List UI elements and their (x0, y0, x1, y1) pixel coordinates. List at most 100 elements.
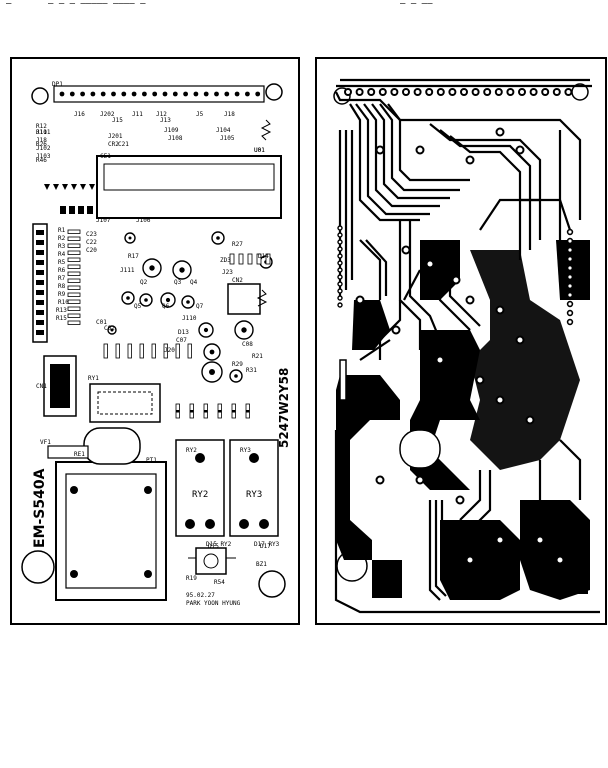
solder-pads (337, 88, 574, 565)
solder-pad (390, 88, 399, 96)
solder-pad (471, 88, 480, 96)
component-label: R19 (186, 575, 197, 582)
header-fragment: — (6, 0, 12, 9)
component-label: C02 (104, 325, 115, 332)
resistor-symbol (260, 119, 272, 141)
solder-pad (564, 88, 573, 96)
display-ic (96, 155, 282, 219)
connector-label: J105 (220, 135, 235, 142)
component-label: R7 (58, 275, 66, 282)
component-label: CR2 (108, 141, 119, 148)
component-label: R2 (58, 235, 66, 242)
copper-trace (378, 300, 402, 360)
resistor (67, 299, 81, 304)
solder-pad (566, 318, 574, 326)
round-component-core (186, 300, 190, 304)
solder-pad (566, 309, 574, 317)
maker-label: PARK YOON HYUNG (186, 600, 241, 607)
solder-pad (525, 415, 535, 425)
connector-label: J18 (36, 137, 47, 144)
connector-pin (224, 91, 230, 97)
component-label: U01 (254, 147, 265, 154)
component-label: BZ1 (256, 561, 267, 568)
solder-side-panel (315, 57, 607, 625)
connector-pin (193, 91, 199, 97)
solder-pad (355, 295, 365, 305)
component-label: R17 (128, 253, 139, 260)
resistor (229, 253, 235, 265)
copper-trace (520, 198, 572, 231)
connector-label: J20 (164, 347, 175, 354)
connector-label: J111 (120, 267, 135, 274)
header-pin (36, 250, 44, 255)
resistor (67, 278, 81, 283)
solder-pad (344, 88, 352, 96)
connector-label: J106 (136, 217, 151, 224)
component-label: R3 (58, 243, 66, 250)
connector-label: J108 (168, 135, 183, 142)
resistor (238, 253, 244, 265)
connector-label: J5 (196, 111, 204, 118)
connector-pin (131, 91, 137, 97)
copper-trace (359, 339, 391, 361)
solder-pad (506, 88, 515, 96)
component-label: VF1 (40, 439, 51, 446)
connector-label: J110 (182, 315, 197, 322)
component-label: R21 (252, 353, 263, 360)
solder-pad (451, 275, 461, 285)
copper-trace (449, 135, 522, 260)
solder-pad (566, 264, 574, 272)
round-component-core (209, 369, 215, 375)
solder-pad (436, 88, 445, 96)
round-component-core (144, 298, 148, 302)
connector-pin (162, 91, 168, 97)
round-components (107, 231, 273, 383)
component-label: C01 (96, 319, 107, 326)
solder-pad (337, 281, 343, 287)
led-symbol (44, 184, 50, 190)
header-pin (36, 320, 44, 325)
solder-pad (337, 295, 343, 301)
diode-band (176, 410, 180, 413)
resistor (139, 343, 144, 359)
board-id-box (566, 582, 588, 594)
cn2-connector (227, 283, 261, 315)
solder-pad (455, 495, 465, 505)
resistor (67, 306, 81, 311)
resistor (67, 257, 81, 262)
component-label: D17 (260, 543, 271, 550)
connector-pin (203, 91, 209, 97)
round-component-core (241, 327, 247, 333)
relay-ry3: RY3 (229, 439, 279, 537)
header-pin (36, 310, 44, 315)
copper-trace (349, 103, 420, 222)
transformer-pin (144, 570, 152, 578)
copper-trace (429, 123, 542, 240)
transformer-pin (144, 486, 152, 494)
solder-pad (465, 295, 475, 305)
component-label: Q6 (162, 303, 170, 310)
header-fragment: — — —— (400, 0, 433, 9)
component-label: R12 (36, 123, 47, 130)
led-symbol (89, 184, 95, 190)
solder-pad (337, 267, 343, 273)
connector-pin (142, 91, 147, 97)
connector-pin (59, 91, 65, 97)
solder-pad (391, 325, 401, 335)
solder-pad (337, 274, 343, 280)
solder-pad (415, 145, 425, 155)
component-label: R11 (36, 129, 47, 136)
round-component-core (126, 296, 130, 300)
copper-trace (379, 103, 460, 192)
round-component-core (216, 236, 220, 240)
resistor (67, 292, 81, 297)
connector-pin (214, 91, 219, 97)
connector-label: J102 (36, 145, 51, 152)
solder-pad (515, 335, 525, 345)
resistor (67, 229, 81, 234)
transformer-pin (70, 570, 78, 578)
transformer-pin (70, 486, 78, 494)
connector-pin (183, 91, 189, 97)
copper-trace (439, 129, 532, 250)
